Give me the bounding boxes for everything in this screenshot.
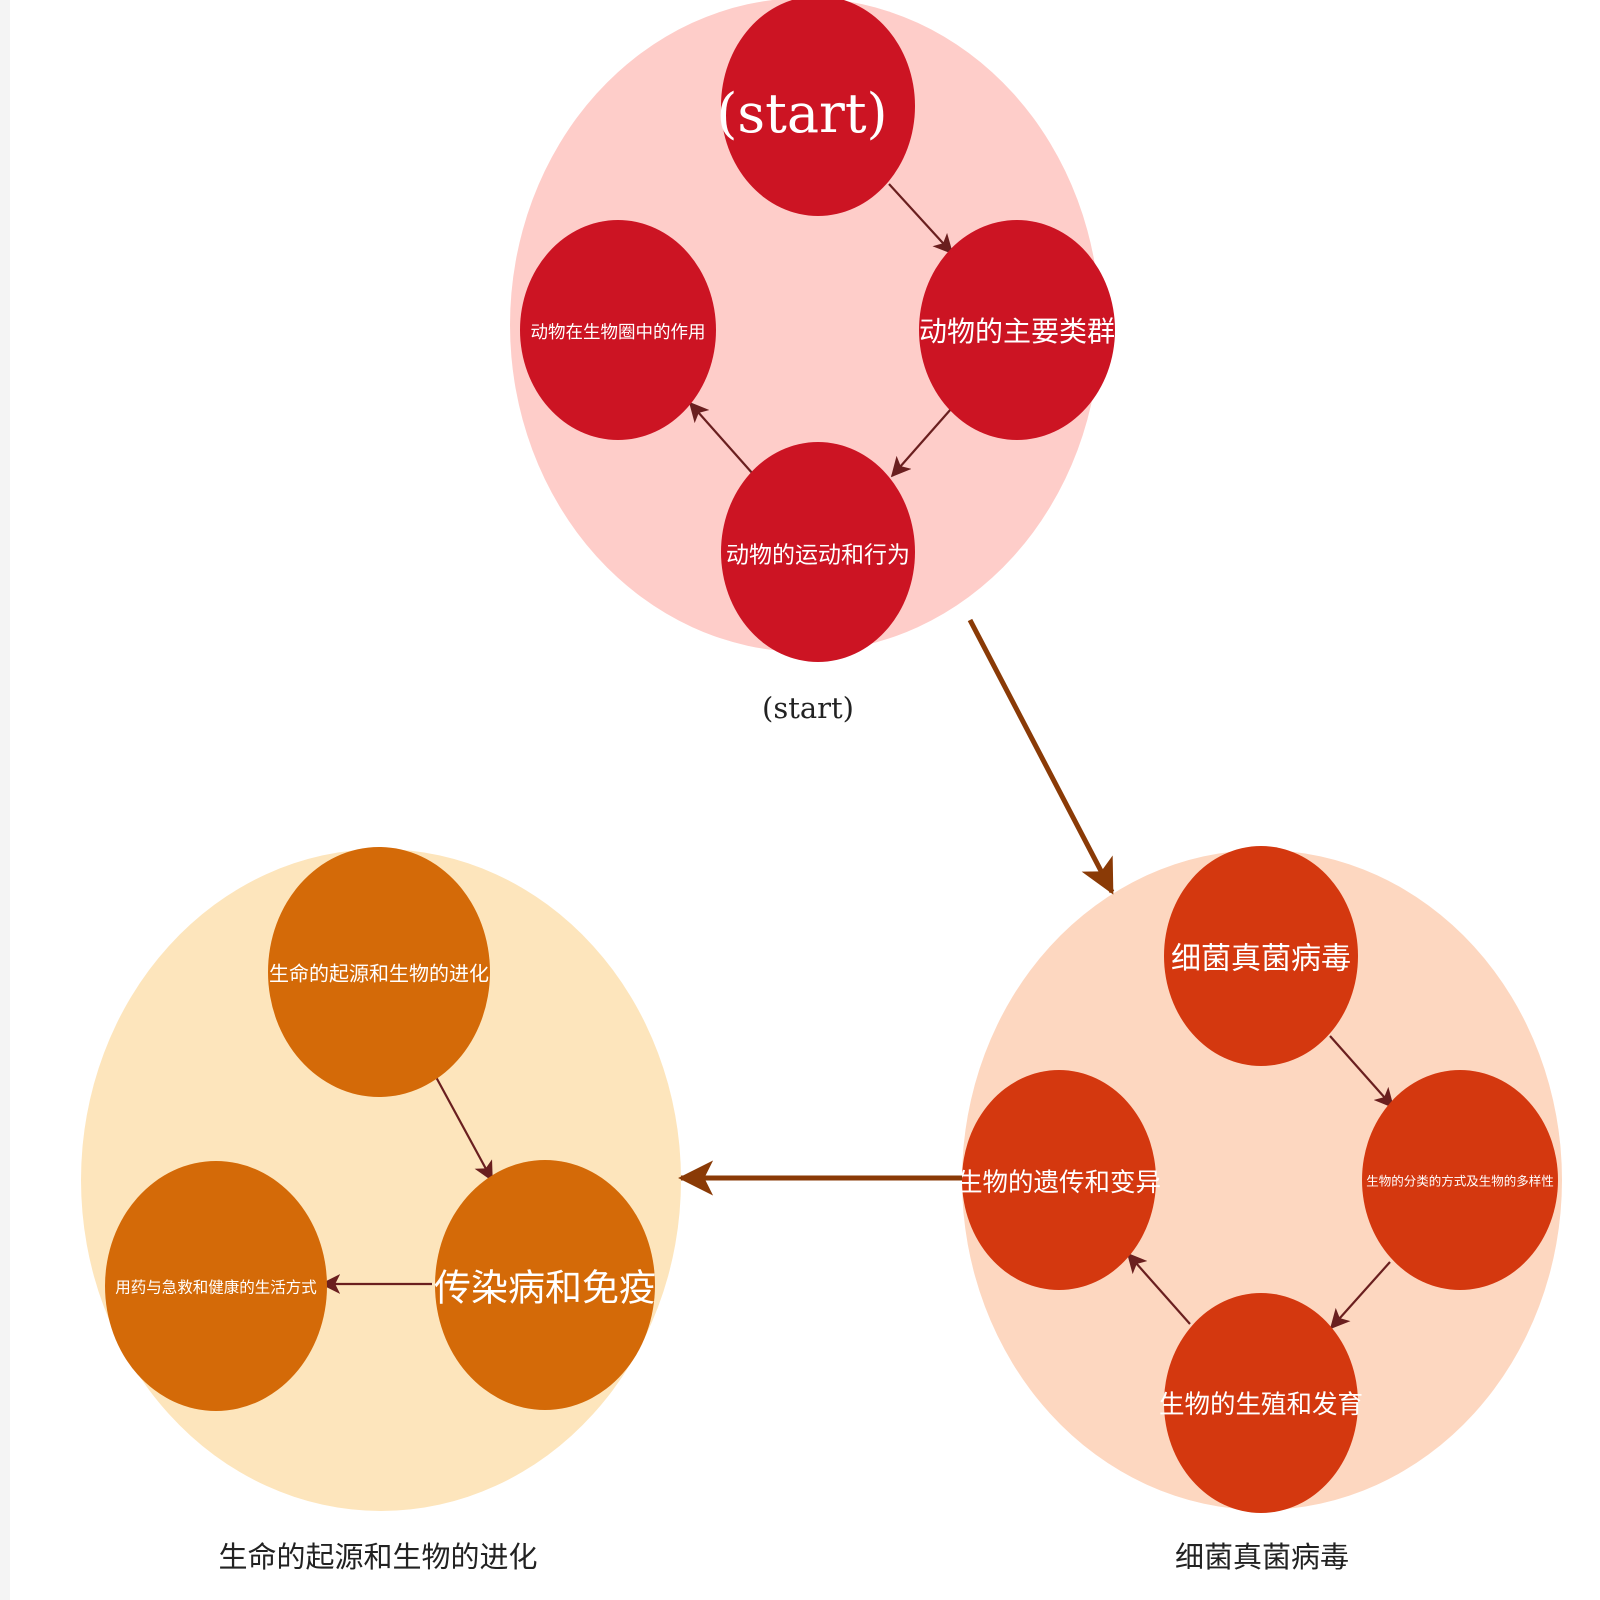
node-bacteria-label: 细菌真菌病毒: [1171, 942, 1351, 977]
edge-animals-to-microbes: [967, 618, 1115, 895]
node-disease[interactable]: 传染病和免疫: [434, 1160, 656, 1410]
edge-main-groups-to-movement: [890, 408, 952, 478]
edge-reproduction-to-heredity: [1126, 1252, 1191, 1325]
left-border: [0, 0, 10, 1600]
node-role-label: 动物在生物圈中的作用: [531, 323, 706, 343]
node-classification-label: 生物的分类的方式及生物的多样性: [1366, 1174, 1554, 1189]
edge-movement-to-role: [688, 401, 754, 475]
cluster-animals-caption: (start): [762, 691, 854, 725]
node-origin[interactable]: 生命的起源和生物的进化: [268, 847, 490, 1097]
edge-origin-to-disease: [435, 1076, 493, 1182]
node-main-groups[interactable]: 动物的主要类群: [919, 220, 1115, 440]
node-origin-label: 生命的起源和生物的进化: [269, 962, 489, 986]
cluster-animals: (start) 动物的主要类群 动物的运动和行为 动物在生物圈中的作用 (sta…: [510, 0, 1115, 725]
edge-bacteria-to-classification: [1329, 1035, 1395, 1109]
cluster-animals-background: [510, 0, 1100, 652]
node-bacteria[interactable]: 细菌真菌病毒: [1164, 846, 1358, 1066]
node-reproduction-label: 生物的生殖和发育: [1159, 1390, 1363, 1420]
node-start-label: (start): [716, 82, 887, 145]
node-classification[interactable]: 生物的分类的方式及生物的多样性: [1362, 1070, 1558, 1290]
node-start[interactable]: (start): [716, 0, 915, 216]
node-heredity[interactable]: 生物的遗传和变异: [957, 1070, 1161, 1290]
cluster-microbes-background: [962, 850, 1562, 1510]
edge-classification-to-reproduction: [1329, 1261, 1391, 1330]
node-disease-label: 传染病和免疫: [434, 1267, 656, 1310]
cluster-evolution: 生命的起源和生物的进化 传染病和免疫 用药与急救和健康的生活方式 生命的起源和生…: [81, 847, 681, 1574]
node-reproduction[interactable]: 生物的生殖和发育: [1159, 1293, 1363, 1513]
cluster-evolution-caption: 生命的起源和生物的进化: [218, 1540, 537, 1574]
node-movement[interactable]: 动物的运动和行为: [721, 442, 915, 662]
node-heredity-label: 生物的遗传和变异: [957, 1168, 1161, 1198]
edge-start-to-main-groups: [888, 183, 954, 255]
cluster-microbes-caption: 细菌真菌病毒: [1175, 1540, 1349, 1574]
node-role[interactable]: 动物在生物圈中的作用: [520, 220, 716, 440]
node-movement-label: 动物的运动和行为: [726, 543, 910, 569]
node-main-groups-label: 动物的主要类群: [919, 315, 1115, 348]
node-health[interactable]: 用药与急救和健康的生活方式: [105, 1161, 327, 1411]
cluster-microbes: 细菌真菌病毒 生物的分类的方式及生物的多样性 生物的生殖和发育 生物的遗传和变异…: [957, 846, 1562, 1574]
node-health-label: 用药与急救和健康的生活方式: [115, 1279, 317, 1297]
